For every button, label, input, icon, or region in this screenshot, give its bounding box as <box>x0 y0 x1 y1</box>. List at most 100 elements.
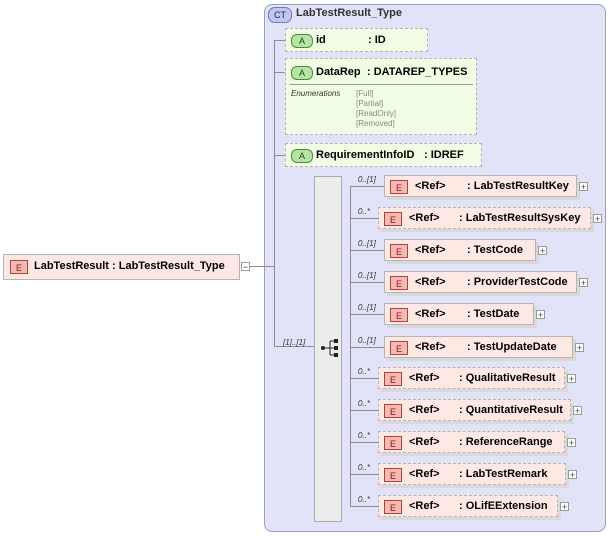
element-name: : ProviderTestCode <box>467 276 568 288</box>
element-name: : ReferenceRange <box>459 436 553 448</box>
element-name: : TestUpdateDate <box>467 341 557 353</box>
element-ref[interactable]: E <Ref> : ProviderTestCode <box>384 271 577 293</box>
element-ref[interactable]: E <Ref> : TestCode <box>384 239 536 261</box>
attribute-id[interactable]: A id : ID <box>285 28 428 52</box>
attribute-icon: A <box>291 66 313 80</box>
element-icon: E <box>384 212 402 226</box>
expand-toggle[interactable]: + <box>579 182 588 192</box>
enum-value: [Removed] <box>356 119 395 128</box>
element-icon: E <box>390 308 408 322</box>
enum-value: [Partial] <box>356 99 384 108</box>
element-name: : TestCode <box>467 244 524 256</box>
connector-line <box>274 72 286 73</box>
expand-toggle[interactable]: + <box>567 438 576 448</box>
connector-line <box>350 314 384 315</box>
attribute-name: RequirementInfoID <box>316 149 415 161</box>
attribute-type: : ID <box>368 34 386 46</box>
expand-toggle[interactable]: + <box>593 214 602 224</box>
connector-line <box>350 506 378 507</box>
sequence-cardinality: [1]..[1] <box>283 338 306 347</box>
complex-type-icon: CT <box>268 7 292 23</box>
expand-toggle[interactable]: + <box>568 470 577 480</box>
attribute-datarep[interactable]: A DataRep : DATAREP_TYPES Enumerations [… <box>285 58 477 135</box>
element-name: : LabTestRemark <box>459 468 548 480</box>
element-name: : LabTestResultKey <box>467 180 569 192</box>
element-ref[interactable]: E <Ref> : LabTestResultKey <box>384 175 577 197</box>
element-ref-tag: <Ref> <box>415 308 446 320</box>
connector-line <box>250 266 264 267</box>
connector-line <box>350 347 384 348</box>
connector-line <box>350 250 384 251</box>
root-element-label: LabTestResult : LabTestResult_Type <box>34 260 225 272</box>
connector-line <box>274 40 275 346</box>
attribute-name: id <box>316 34 326 46</box>
element-icon: E <box>384 436 402 450</box>
element-cardinality: 0..* <box>358 367 371 376</box>
element-ref-tag: <Ref> <box>409 436 440 448</box>
element-icon: E <box>384 404 402 418</box>
element-ref-tag: <Ref> <box>409 404 440 416</box>
element-ref-tag: <Ref> <box>415 244 446 256</box>
element-cardinality: 0..* <box>358 399 371 408</box>
element-ref[interactable]: E <Ref> : TestUpdateDate <box>384 336 573 358</box>
root-element[interactable]: E LabTestResult : LabTestResult_Type <box>3 254 240 280</box>
connector-line <box>350 186 351 507</box>
expand-toggle[interactable]: + <box>579 278 588 288</box>
element-icon: E <box>390 244 408 258</box>
element-ref[interactable]: E<Ref>: OLifEExtension <box>378 495 558 517</box>
expand-toggle[interactable]: + <box>567 374 576 384</box>
attribute-icon: A <box>291 34 313 48</box>
attribute-icon: A <box>291 149 313 163</box>
expand-toggle[interactable]: + <box>536 310 545 320</box>
element-icon: E <box>390 180 408 194</box>
expand-toggle[interactable]: + <box>573 406 582 416</box>
element-name: : TestDate <box>467 308 520 320</box>
element-ref[interactable]: E <Ref> : QuantitativeResult <box>378 399 571 421</box>
element-ref-tag: <Ref> <box>409 500 440 512</box>
element-ref[interactable]: E <Ref> : LabTestResultSysKey <box>378 207 591 229</box>
element-name: : LabTestResultSysKey <box>459 212 581 224</box>
element-ref-tag: <Ref> <box>409 212 440 224</box>
sequence-icon <box>321 339 338 357</box>
element-name: : QualitativeResult <box>459 372 556 384</box>
attribute-requirementinfoid[interactable]: A RequirementInfoID : IDREF <box>285 143 482 167</box>
element-cardinality: 0..[1] <box>358 336 376 345</box>
attribute-type: : IDREF <box>424 149 464 161</box>
element-icon: E <box>390 276 408 290</box>
element-cardinality: 0..[1] <box>358 303 376 312</box>
element-ref[interactable]: E<Ref>: QualitativeResult <box>378 367 565 389</box>
attribute-name: DataRep <box>316 66 361 78</box>
element-icon: E <box>384 500 402 514</box>
element-cardinality: 0..[1] <box>358 175 376 184</box>
element-name: : QuantitativeResult <box>459 404 563 416</box>
connector-line <box>350 282 384 283</box>
element-ref-tag: <Ref> <box>415 276 446 288</box>
complex-type-title: LabTestResult_Type <box>296 7 402 19</box>
element-cardinality: 0..[1] <box>358 239 376 248</box>
connector-line <box>350 378 378 379</box>
element-cardinality: 0..[1] <box>358 271 376 280</box>
element-ref[interactable]: E <Ref> : TestDate <box>384 303 534 325</box>
expand-toggle[interactable]: + <box>538 246 547 256</box>
connector-line <box>274 155 286 156</box>
element-ref-tag: <Ref> <box>415 341 446 353</box>
expand-toggle[interactable]: + <box>575 343 584 353</box>
element-cardinality: 0..* <box>358 463 371 472</box>
element-icon: E <box>384 468 402 482</box>
element-ref[interactable]: E<Ref>: LabTestRemark <box>378 463 566 485</box>
connector-line <box>264 266 274 267</box>
element-icon: E <box>384 372 402 386</box>
expand-toggle[interactable]: + <box>560 502 569 512</box>
element-cardinality: 0..* <box>358 495 371 504</box>
connector-line <box>350 474 378 475</box>
collapse-toggle[interactable]: − <box>241 262 250 272</box>
connector-line <box>274 40 286 41</box>
connector-line <box>274 346 314 347</box>
connector-line <box>350 186 384 187</box>
element-ref-tag: <Ref> <box>415 180 446 192</box>
element-icon: E <box>390 341 408 355</box>
element-cardinality: 0..* <box>358 207 371 216</box>
divider <box>290 84 473 85</box>
enumerations-label: Enumerations <box>291 89 341 98</box>
element-ref[interactable]: E <Ref> : ReferenceRange <box>378 431 565 453</box>
